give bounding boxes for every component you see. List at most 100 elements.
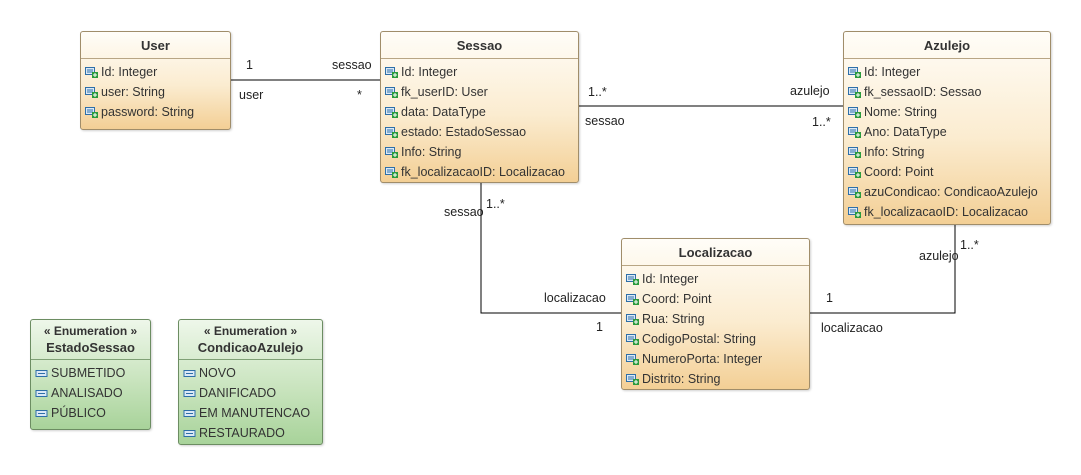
field-plus-icon: [385, 126, 398, 138]
attribute-row[interactable]: Info: String: [844, 142, 1050, 162]
class-title: Localizacao: [622, 239, 809, 266]
enum-stereotype: « Enumeration »: [43, 324, 138, 338]
field-plus-icon: [626, 273, 639, 285]
role-sessao: sessao: [444, 205, 484, 219]
multiplicity-localizacao: 1: [596, 320, 603, 334]
multiplicity-sessao: 1..*: [486, 197, 505, 211]
role-user: user: [239, 88, 264, 102]
enum-literal-icon: [183, 389, 196, 397]
attribute-row[interactable]: Nome: String: [844, 102, 1050, 122]
field-plus-icon: [848, 166, 861, 178]
enum-title: CondicaoAzulejo: [197, 340, 304, 355]
enum-literal-icon: [183, 369, 196, 377]
attribute-list: Id: Integer fk_userID: User data: DataTy…: [381, 59, 578, 182]
enum-stereotype: « Enumeration »: [203, 324, 298, 338]
enum-literal[interactable]: RESTAURADO: [179, 423, 322, 443]
attribute-row[interactable]: estado: EstadoSessao: [381, 122, 578, 142]
field-plus-icon: [848, 126, 861, 138]
attribute-row[interactable]: fk_localizacaoID: Localizacao: [381, 162, 578, 182]
role-azulejo: azulejo: [790, 84, 830, 98]
attribute-row[interactable]: Id: Integer: [381, 62, 578, 82]
enum-estado-sessao[interactable]: « Enumeration » EstadoSessao SUBMETIDO A…: [30, 319, 151, 430]
attribute-row[interactable]: Rua: String: [622, 309, 809, 329]
field-plus-icon: [848, 146, 861, 158]
multiplicity-azulejo: 1..*: [812, 115, 831, 129]
enum-literal-icon: [35, 369, 48, 377]
attribute-row[interactable]: password: String: [81, 102, 230, 122]
attribute-row[interactable]: user: String: [81, 82, 230, 102]
field-plus-icon: [385, 86, 398, 98]
multiplicity-sessao: 1..*: [588, 85, 607, 99]
multiplicity-localizacao: 1: [826, 291, 833, 305]
attribute-row[interactable]: Distrito: String: [622, 369, 809, 389]
enum-literal-icon: [183, 429, 196, 437]
enum-condicao-azulejo[interactable]: « Enumeration » CondicaoAzulejo NOVO DAN…: [178, 319, 323, 445]
enum-literal-icon: [35, 389, 48, 397]
field-plus-icon: [626, 373, 639, 385]
multiplicity-azulejo: 1..*: [960, 238, 979, 252]
attribute-row[interactable]: fk_userID: User: [381, 82, 578, 102]
role-localizacao: localizacao: [821, 321, 883, 335]
enum-literal[interactable]: EM MANUTENCAO: [179, 403, 322, 423]
attribute-row[interactable]: Id: Integer: [844, 62, 1050, 82]
field-plus-icon: [848, 86, 861, 98]
attribute-list: Id: Integer fk_sessaoID: Sessao Nome: St…: [844, 59, 1050, 222]
class-title: User: [81, 32, 230, 59]
class-azulejo[interactable]: Azulejo Id: Integer fk_sessaoID: Sessao …: [843, 31, 1051, 225]
field-plus-icon: [85, 106, 98, 118]
enum-literal[interactable]: ANALISADO: [31, 383, 150, 403]
attribute-list: Id: Integer Coord: Point Rua: String Cod…: [622, 266, 809, 389]
attribute-row[interactable]: azuCondicao: CondicaoAzulejo: [844, 182, 1050, 202]
role-azulejo: azulejo: [919, 249, 959, 263]
attribute-row[interactable]: fk_localizacaoID: Localizacao: [844, 202, 1050, 222]
field-plus-icon: [385, 166, 398, 178]
class-localizacao[interactable]: Localizacao Id: Integer Coord: Point Rua…: [621, 238, 810, 390]
attribute-row[interactable]: NumeroPorta: Integer: [622, 349, 809, 369]
enum-literal[interactable]: DANIFICADO: [179, 383, 322, 403]
field-plus-icon: [626, 353, 639, 365]
attribute-row[interactable]: Coord: Point: [622, 289, 809, 309]
class-user[interactable]: User Id: Integer user: String password: …: [80, 31, 231, 130]
role-sessao: sessao: [585, 114, 625, 128]
enum-literal[interactable]: NOVO: [179, 363, 322, 383]
class-title: Azulejo: [844, 32, 1050, 59]
class-sessao[interactable]: Sessao Id: Integer fk_userID: User data:…: [380, 31, 579, 183]
multiplicity-user: 1: [246, 58, 253, 72]
field-plus-icon: [626, 333, 639, 345]
attribute-row[interactable]: data: DataType: [381, 102, 578, 122]
attribute-row[interactable]: fk_sessaoID: Sessao: [844, 82, 1050, 102]
association-sessao-localizacao: [480, 183, 621, 314]
field-plus-icon: [626, 293, 639, 305]
field-plus-icon: [85, 86, 98, 98]
role-sessao: sessao: [332, 58, 372, 72]
association-azulejo-localizacao: [810, 225, 956, 314]
attribute-row[interactable]: Info: String: [381, 142, 578, 162]
field-plus-icon: [385, 106, 398, 118]
attribute-row[interactable]: Id: Integer: [81, 62, 230, 82]
attribute-list: Id: Integer user: String password: Strin…: [81, 59, 230, 122]
attribute-row[interactable]: Ano: DataType: [844, 122, 1050, 142]
field-plus-icon: [848, 106, 861, 118]
attribute-row[interactable]: Id: Integer: [622, 269, 809, 289]
literal-list: NOVO DANIFICADO EM MANUTENCAO RESTAURADO: [179, 360, 322, 443]
multiplicity-sessao: *: [357, 88, 362, 102]
attribute-row[interactable]: CodigoPostal: String: [622, 329, 809, 349]
field-plus-icon: [626, 313, 639, 325]
enum-literal-icon: [35, 409, 48, 417]
class-title: Sessao: [381, 32, 578, 59]
attribute-row[interactable]: Coord: Point: [844, 162, 1050, 182]
field-plus-icon: [385, 66, 398, 78]
enum-header: « Enumeration » CondicaoAzulejo: [179, 320, 322, 360]
field-plus-icon: [85, 66, 98, 78]
enum-literal-icon: [183, 409, 196, 417]
field-plus-icon: [848, 66, 861, 78]
literal-list: SUBMETIDO ANALISADO PÚBLICO: [31, 360, 150, 423]
field-plus-icon: [848, 206, 861, 218]
role-localizacao: localizacao: [544, 291, 606, 305]
field-plus-icon: [385, 146, 398, 158]
enum-literal[interactable]: SUBMETIDO: [31, 363, 150, 383]
field-plus-icon: [848, 186, 861, 198]
enum-header: « Enumeration » EstadoSessao: [31, 320, 150, 360]
enum-literal[interactable]: PÚBLICO: [31, 403, 150, 423]
